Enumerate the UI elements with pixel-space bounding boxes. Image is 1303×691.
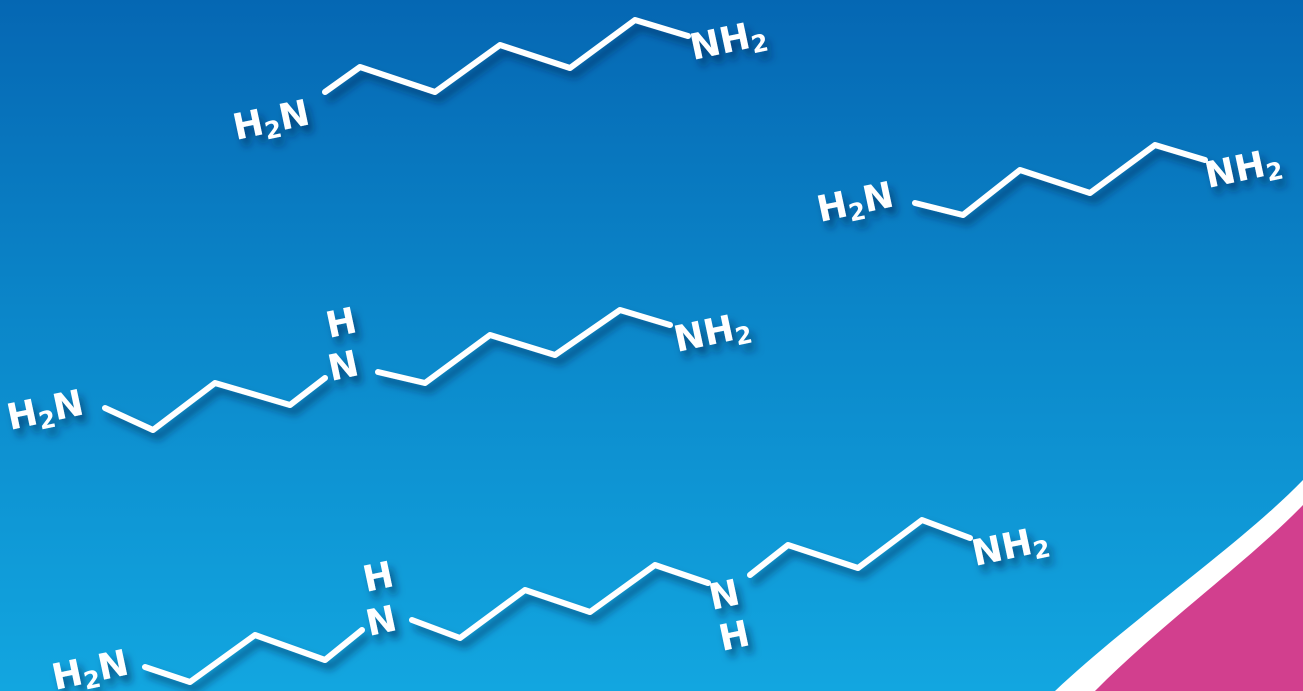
molecule-2-atom-amine-left: H2N: [813, 175, 897, 234]
molecule-4-bond-chain-right: [747, 517, 973, 578]
molecule-1-atom-amine-left: H2N: [229, 93, 313, 152]
molecule-2-atom-amine-right: NH2: [1201, 141, 1285, 200]
molecule-putrescine: H2N NH2: [813, 141, 1286, 234]
molecule-3-bond-chain-left: [102, 375, 328, 433]
molecule-3-atom-nh-h: H: [322, 300, 360, 346]
molecule-4-atom-nh1-n: N: [362, 598, 400, 644]
molecule-3-atom-amine-right: NH2: [670, 305, 754, 364]
molecule-4-atom-nh2-h: H: [715, 613, 753, 659]
molecule-4-atom-nh2-n: N: [705, 572, 743, 618]
molecule-1-bond-chain: [322, 17, 691, 95]
molecule-4-atom-amine-right: NH2: [968, 519, 1052, 578]
molecule-4-atom-nh1-h: H: [359, 554, 397, 600]
molecule-3-bond-chain-right: [375, 307, 673, 386]
molecule-4-bond-chain-middle: [409, 562, 711, 641]
corner-accent: [1095, 505, 1303, 691]
molecule-4-bond-chain-left: [142, 627, 365, 685]
molecule-3-atom-nh-n: N: [324, 343, 362, 389]
molecule-spermidine: H2N N H NH2: [3, 300, 754, 442]
molecule-1-atom-amine-right: NH2: [686, 13, 770, 72]
molecule-4-atom-amine-left: H2N: [48, 643, 132, 691]
molecule-spermine: H2N N H N H NH2: [48, 517, 1053, 691]
molecule-3-atom-amine-left: H2N: [3, 383, 87, 442]
molecule-2-bond-chain: [912, 142, 1208, 218]
molecule-cadaverine: H2N NH2: [229, 13, 770, 152]
